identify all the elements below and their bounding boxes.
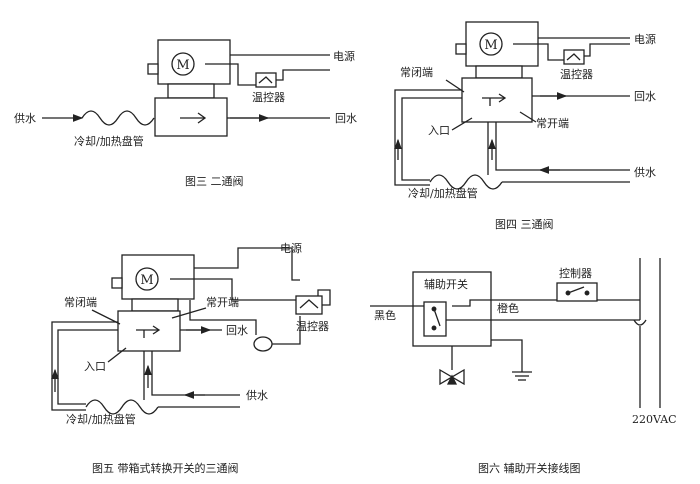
- motor-label: M: [140, 273, 153, 288]
- fig4-caption: 图四 三通阀: [495, 217, 554, 231]
- controller-box: [556, 282, 598, 302]
- actuator-mount: [111, 277, 123, 289]
- upper-wire: [452, 299, 640, 307]
- fig4-no-label: 常开端: [536, 117, 569, 130]
- fig4-thermostat-label: 温控器: [560, 67, 593, 81]
- fig5-supply-label: 供水: [246, 388, 268, 402]
- bypass-loop-pipe: [394, 89, 462, 186]
- fig6-voltage-label: 220VAC: [632, 413, 677, 426]
- fig5-inlet-label: 入口: [84, 360, 106, 373]
- fig6-caption: 图六 辅助开关接线图: [478, 461, 581, 475]
- fig3-thermostat-label: 温控器: [252, 90, 285, 104]
- fig5-power-label: 电源: [280, 241, 302, 255]
- motor-icon: [135, 267, 159, 291]
- figure-3-two-way-valve: M: [42, 39, 330, 137]
- coil-icon: [85, 399, 159, 415]
- fig6-black-label: 黑色: [374, 308, 396, 322]
- fig5-no-label: 常开端: [206, 296, 239, 309]
- fig4-supply-label: 供水: [634, 165, 656, 179]
- switch-lever: [433, 308, 441, 327]
- leader-line: [445, 79, 465, 93]
- switch-box-icon: [253, 336, 273, 352]
- fig3-power-label: 电源: [333, 49, 355, 63]
- fig3-caption: 图三 二通阀: [185, 174, 244, 188]
- flow-arrow-icon: [180, 112, 207, 124]
- thermostat-box: [255, 72, 277, 88]
- fig5-caption: 图五 带箱式转换开关的三通阀: [92, 461, 239, 475]
- fig5-thermostat-label: 温控器: [296, 319, 329, 333]
- switch-wire: [189, 300, 257, 335]
- figure-6-aux-switch-wiring: [370, 258, 661, 408]
- thermostat-box: [295, 295, 323, 315]
- flow-arrow-icon: [136, 325, 161, 338]
- control-wire: [205, 63, 256, 86]
- valve-neck: [131, 298, 179, 312]
- figure-4-three-way-valve: M: [394, 21, 630, 190]
- coil-icon: [429, 174, 503, 190]
- valve-body: [117, 310, 181, 352]
- leader-line: [519, 111, 537, 123]
- leader-line: [107, 347, 127, 363]
- valve-body: [461, 77, 533, 123]
- fig4-inlet-label: 入口: [428, 124, 450, 137]
- motor-label: M: [176, 58, 189, 73]
- figure-5-three-way-valve-with-switch: M: [51, 247, 331, 415]
- valve-body: [154, 97, 228, 137]
- fig5-coil-label: 冷却/加热盘管: [66, 412, 136, 426]
- bypass-loop-pipe: [51, 321, 118, 411]
- coil-icon: [81, 110, 155, 126]
- fig6-aux-switch-label: 辅助开关: [424, 277, 468, 291]
- leader-line: [171, 307, 207, 319]
- actuator-mount: [455, 43, 467, 55]
- fig5-return-label: 回水: [226, 324, 248, 337]
- fig4-return-label: 回水: [634, 90, 656, 103]
- control-wire: [170, 278, 296, 301]
- leader-line: [451, 117, 473, 131]
- motor-label: M: [484, 38, 497, 53]
- actuator-mount: [147, 63, 159, 75]
- fig5-nc-label: 常闭端: [64, 296, 97, 309]
- aux-switch-contact: [423, 301, 447, 337]
- flow-arrow-icon: [482, 93, 507, 106]
- control-wire: [513, 43, 564, 61]
- ground-wire: [491, 339, 523, 372]
- fig3-coil-label: 冷却/加热盘管: [74, 134, 144, 148]
- fig3-return-label: 回水: [335, 112, 357, 125]
- fig6-controller-label: 控制器: [559, 266, 592, 280]
- power-wire: [194, 247, 300, 281]
- leader-line: [91, 309, 121, 325]
- fig4-power-label: 电源: [634, 32, 656, 46]
- thermostat-box: [563, 49, 585, 65]
- fig6-orange-label: 橙色: [497, 301, 519, 315]
- valve-neck: [475, 65, 523, 79]
- fig4-nc-label: 常闭端: [400, 66, 433, 79]
- motor-icon: [479, 32, 503, 56]
- fig3-supply-label: 供水: [14, 111, 36, 125]
- fig4-coil-label: 冷却/加热盘管: [408, 186, 478, 200]
- valve-neck: [167, 83, 215, 99]
- motor-icon: [171, 52, 195, 76]
